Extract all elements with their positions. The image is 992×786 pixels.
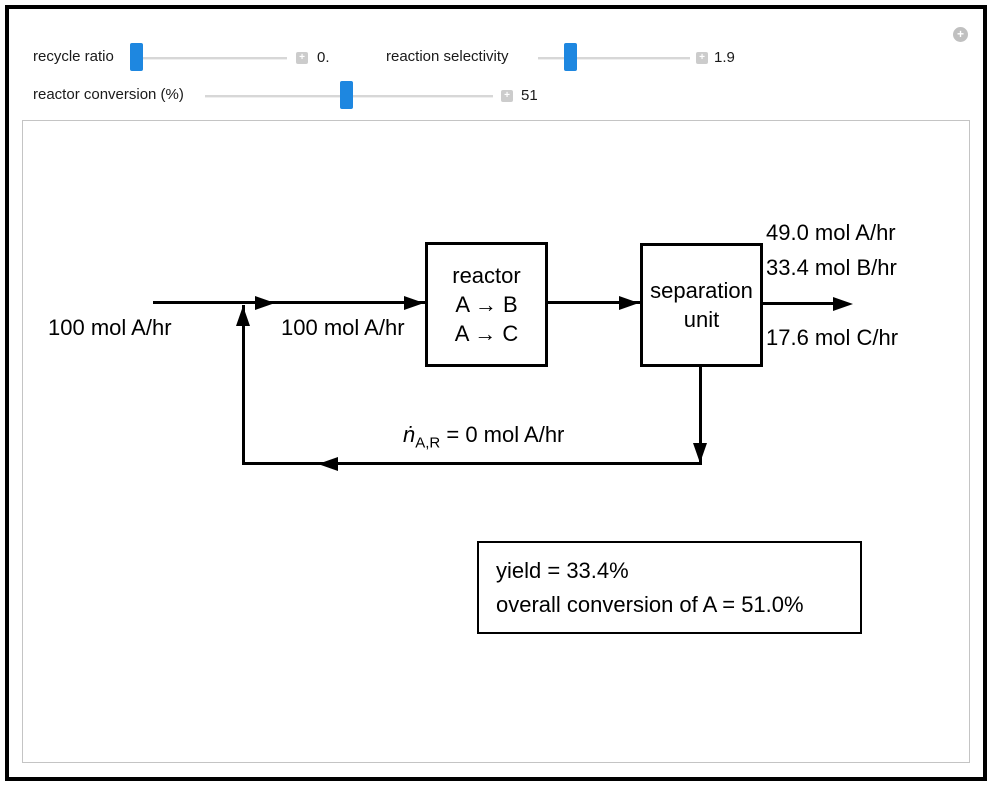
yield-result: yield = 33.4% [496,558,629,583]
reactor-conversion-stepper-icon[interactable]: + [501,90,513,102]
reaction-selectivity-label: reaction selectivity [386,48,509,65]
feed-flow-label: 100 mol A/hr [48,315,172,340]
arrowhead-product-stream [833,297,853,311]
recycle-ratio-value: 0. [317,49,330,66]
recycle-flow-label: ṅA,R = 0 mol A/hr [403,423,564,455]
overall-conversion-result: overall conversion of A = 51.0% [496,592,804,617]
reactor-conversion-value: 51 [521,87,538,104]
reaction-2: A → C [454,321,519,346]
product-stream-line [763,302,845,305]
arrowhead-after-mixing-point [255,296,275,310]
recycle-ratio-slider-thumb[interactable] [130,43,143,71]
reactor-to-separator-line [548,301,640,304]
reactor-title: reactor [452,263,521,288]
arrowhead-into-reactor [404,296,424,310]
recycle-return-line [243,462,702,465]
arrowhead-recycle-down [693,443,707,463]
product-a-flow-label: 49.0 mol A/hr [766,220,896,245]
reactor-conversion-label: reactor conversion (%) [33,86,184,103]
recycle-riser-line [242,305,245,465]
arrowhead-into-separator [619,296,639,310]
reaction-1: A → B [455,292,518,317]
reaction-selectivity-slider-thumb[interactable] [564,43,577,71]
mixed-flow-label: 100 mol A/hr [281,315,405,340]
reaction-selectivity-slider-track[interactable] [538,57,690,60]
separation-unit-box: separation unit [640,243,763,367]
product-c-flow-label: 17.6 mol C/hr [766,325,899,350]
recycle-molar-flow-symbol: ṅ [403,422,416,447]
separation-unit-title-line2: unit [683,307,720,332]
recycle-symbol-subscript: A,R [415,434,441,452]
recycle-flow-value: = 0 mol A/hr [440,422,565,447]
arrowhead-recycle-left [318,457,338,471]
recycle-ratio-label: recycle ratio [33,48,114,65]
separator-recycle-down-line [699,367,702,465]
product-b-flow-label: 33.4 mol B/hr [766,255,897,280]
reaction-selectivity-value: 1.9 [714,49,735,66]
arrowhead-recycle-up [236,306,250,326]
flow-diagram-panel [22,120,970,763]
feed-stream-line [153,301,425,304]
results-box: yield = 33.4% overall conversion of A = … [477,541,862,634]
recycle-ratio-stepper-icon[interactable]: + [296,52,308,64]
reaction-selectivity-stepper-icon[interactable]: + [696,52,708,64]
expand-panel-icon[interactable]: + [953,27,968,42]
separation-unit-title-line1: separation [650,278,753,303]
reactor-box: reactor A → B A → C [425,242,548,367]
reactor-conversion-slider-thumb[interactable] [340,81,353,109]
recycle-ratio-slider-track[interactable] [135,57,287,60]
